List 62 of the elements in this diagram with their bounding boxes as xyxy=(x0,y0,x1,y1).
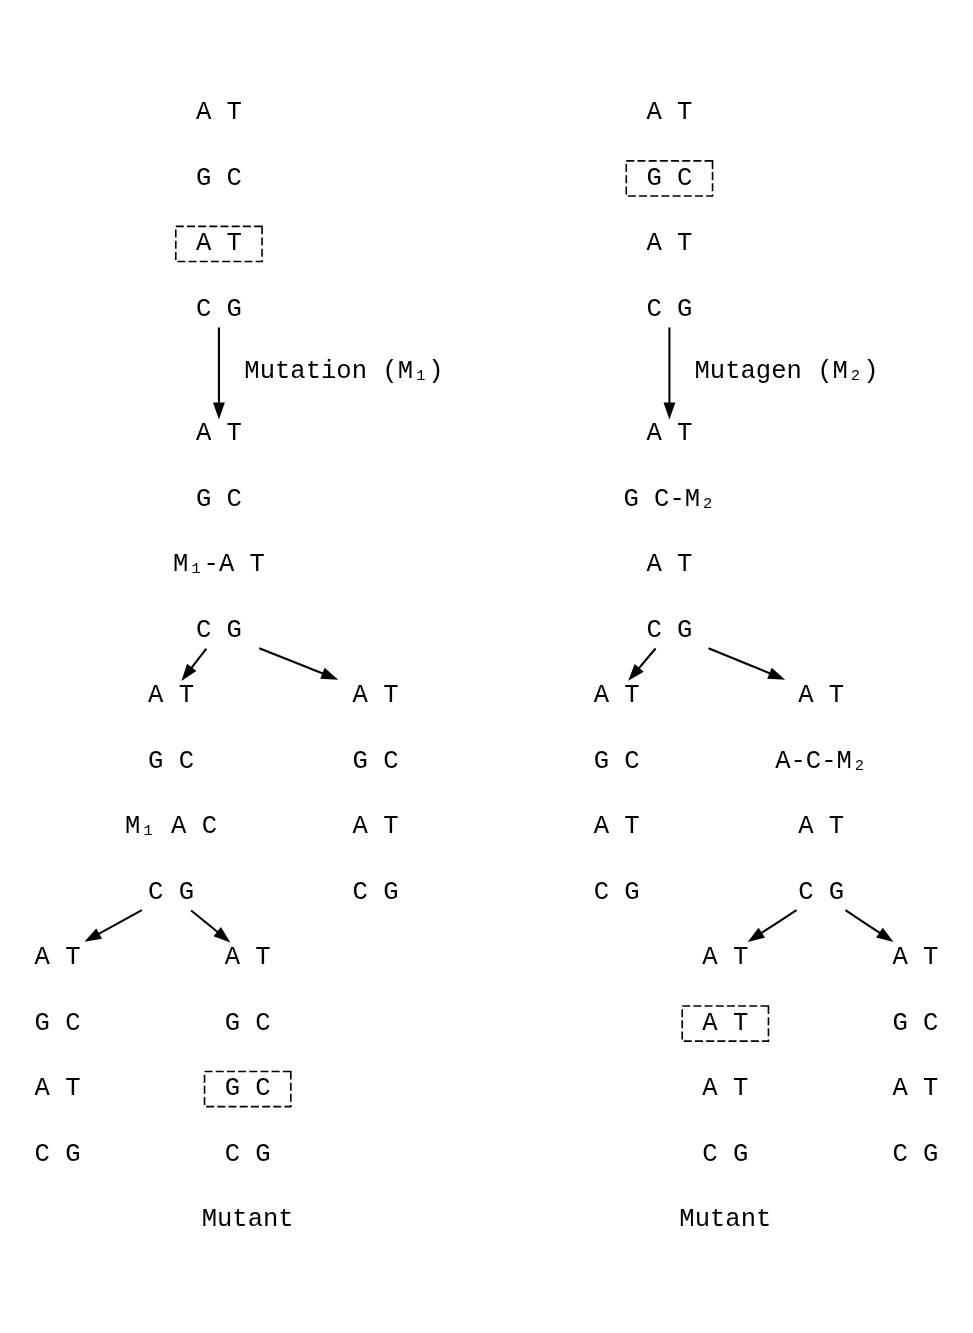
node-text: A T xyxy=(646,550,693,580)
node-text: G C-M₂ xyxy=(623,484,716,514)
node-text: A T xyxy=(352,681,399,711)
node-text: A T xyxy=(702,943,749,973)
node-text: A T xyxy=(147,681,194,711)
node-text: G C xyxy=(593,746,640,776)
node-text: C G xyxy=(195,294,242,324)
arrow xyxy=(212,327,225,420)
arrow xyxy=(258,647,339,680)
node-text: C G xyxy=(224,1139,271,1169)
edge-label: Mutation (M₁) xyxy=(244,356,444,386)
node-text: C G xyxy=(147,877,194,907)
arrow xyxy=(84,909,143,942)
label: Mutant xyxy=(679,1205,772,1235)
node-text: A T xyxy=(195,419,242,449)
label: Mutant xyxy=(201,1205,294,1235)
node-text: A T xyxy=(646,419,693,449)
node-text: C G xyxy=(798,877,845,907)
node-text: A T xyxy=(798,681,845,711)
node-text: A T xyxy=(798,812,845,842)
node-box: G C xyxy=(203,1070,292,1108)
node-text: A T xyxy=(892,1074,939,1104)
node-text: G C xyxy=(147,746,194,776)
node-text: G C xyxy=(195,484,242,514)
node-box: A T xyxy=(175,225,263,263)
arrow xyxy=(844,909,894,942)
node-text: A T xyxy=(593,681,640,711)
node-text: G C xyxy=(352,746,399,776)
node-text: C G xyxy=(195,615,242,645)
node-text: A T xyxy=(195,98,242,128)
arrow xyxy=(628,647,657,681)
node-text: G C xyxy=(195,163,242,193)
node-text: A T xyxy=(892,943,939,973)
node-text: A T xyxy=(34,943,81,973)
node-text: A T xyxy=(646,98,693,128)
node-box: G C xyxy=(625,160,714,197)
node-text: C G xyxy=(593,877,640,907)
node-box: A T xyxy=(681,1005,770,1042)
arrow xyxy=(663,327,676,420)
node-text: C G xyxy=(646,615,693,645)
node-text: A T xyxy=(224,943,271,973)
node-text: G C xyxy=(892,1008,939,1038)
node-text: A-C-M₂ xyxy=(775,746,868,776)
node-text: G C xyxy=(224,1008,271,1038)
arrow xyxy=(181,647,208,681)
node-text: C G xyxy=(892,1139,939,1169)
node-text: C G xyxy=(646,294,693,324)
node-text: G C xyxy=(34,1008,81,1038)
arrow xyxy=(747,909,798,942)
node-text: C G xyxy=(352,877,399,907)
arrow xyxy=(190,909,231,943)
node-text: A T xyxy=(593,812,640,842)
edge-label: Mutagen (M₂) xyxy=(694,356,879,386)
node-text: C G xyxy=(702,1139,749,1169)
arrow xyxy=(708,647,786,680)
node-text: A T xyxy=(34,1074,81,1104)
node-text: M₁ A C xyxy=(125,812,217,842)
node-text: C G xyxy=(34,1139,81,1169)
node-text: M₁-A T xyxy=(172,550,265,580)
node-text: A T xyxy=(646,229,693,259)
node-text: A T xyxy=(352,812,399,842)
node-text: A T xyxy=(702,1074,749,1104)
